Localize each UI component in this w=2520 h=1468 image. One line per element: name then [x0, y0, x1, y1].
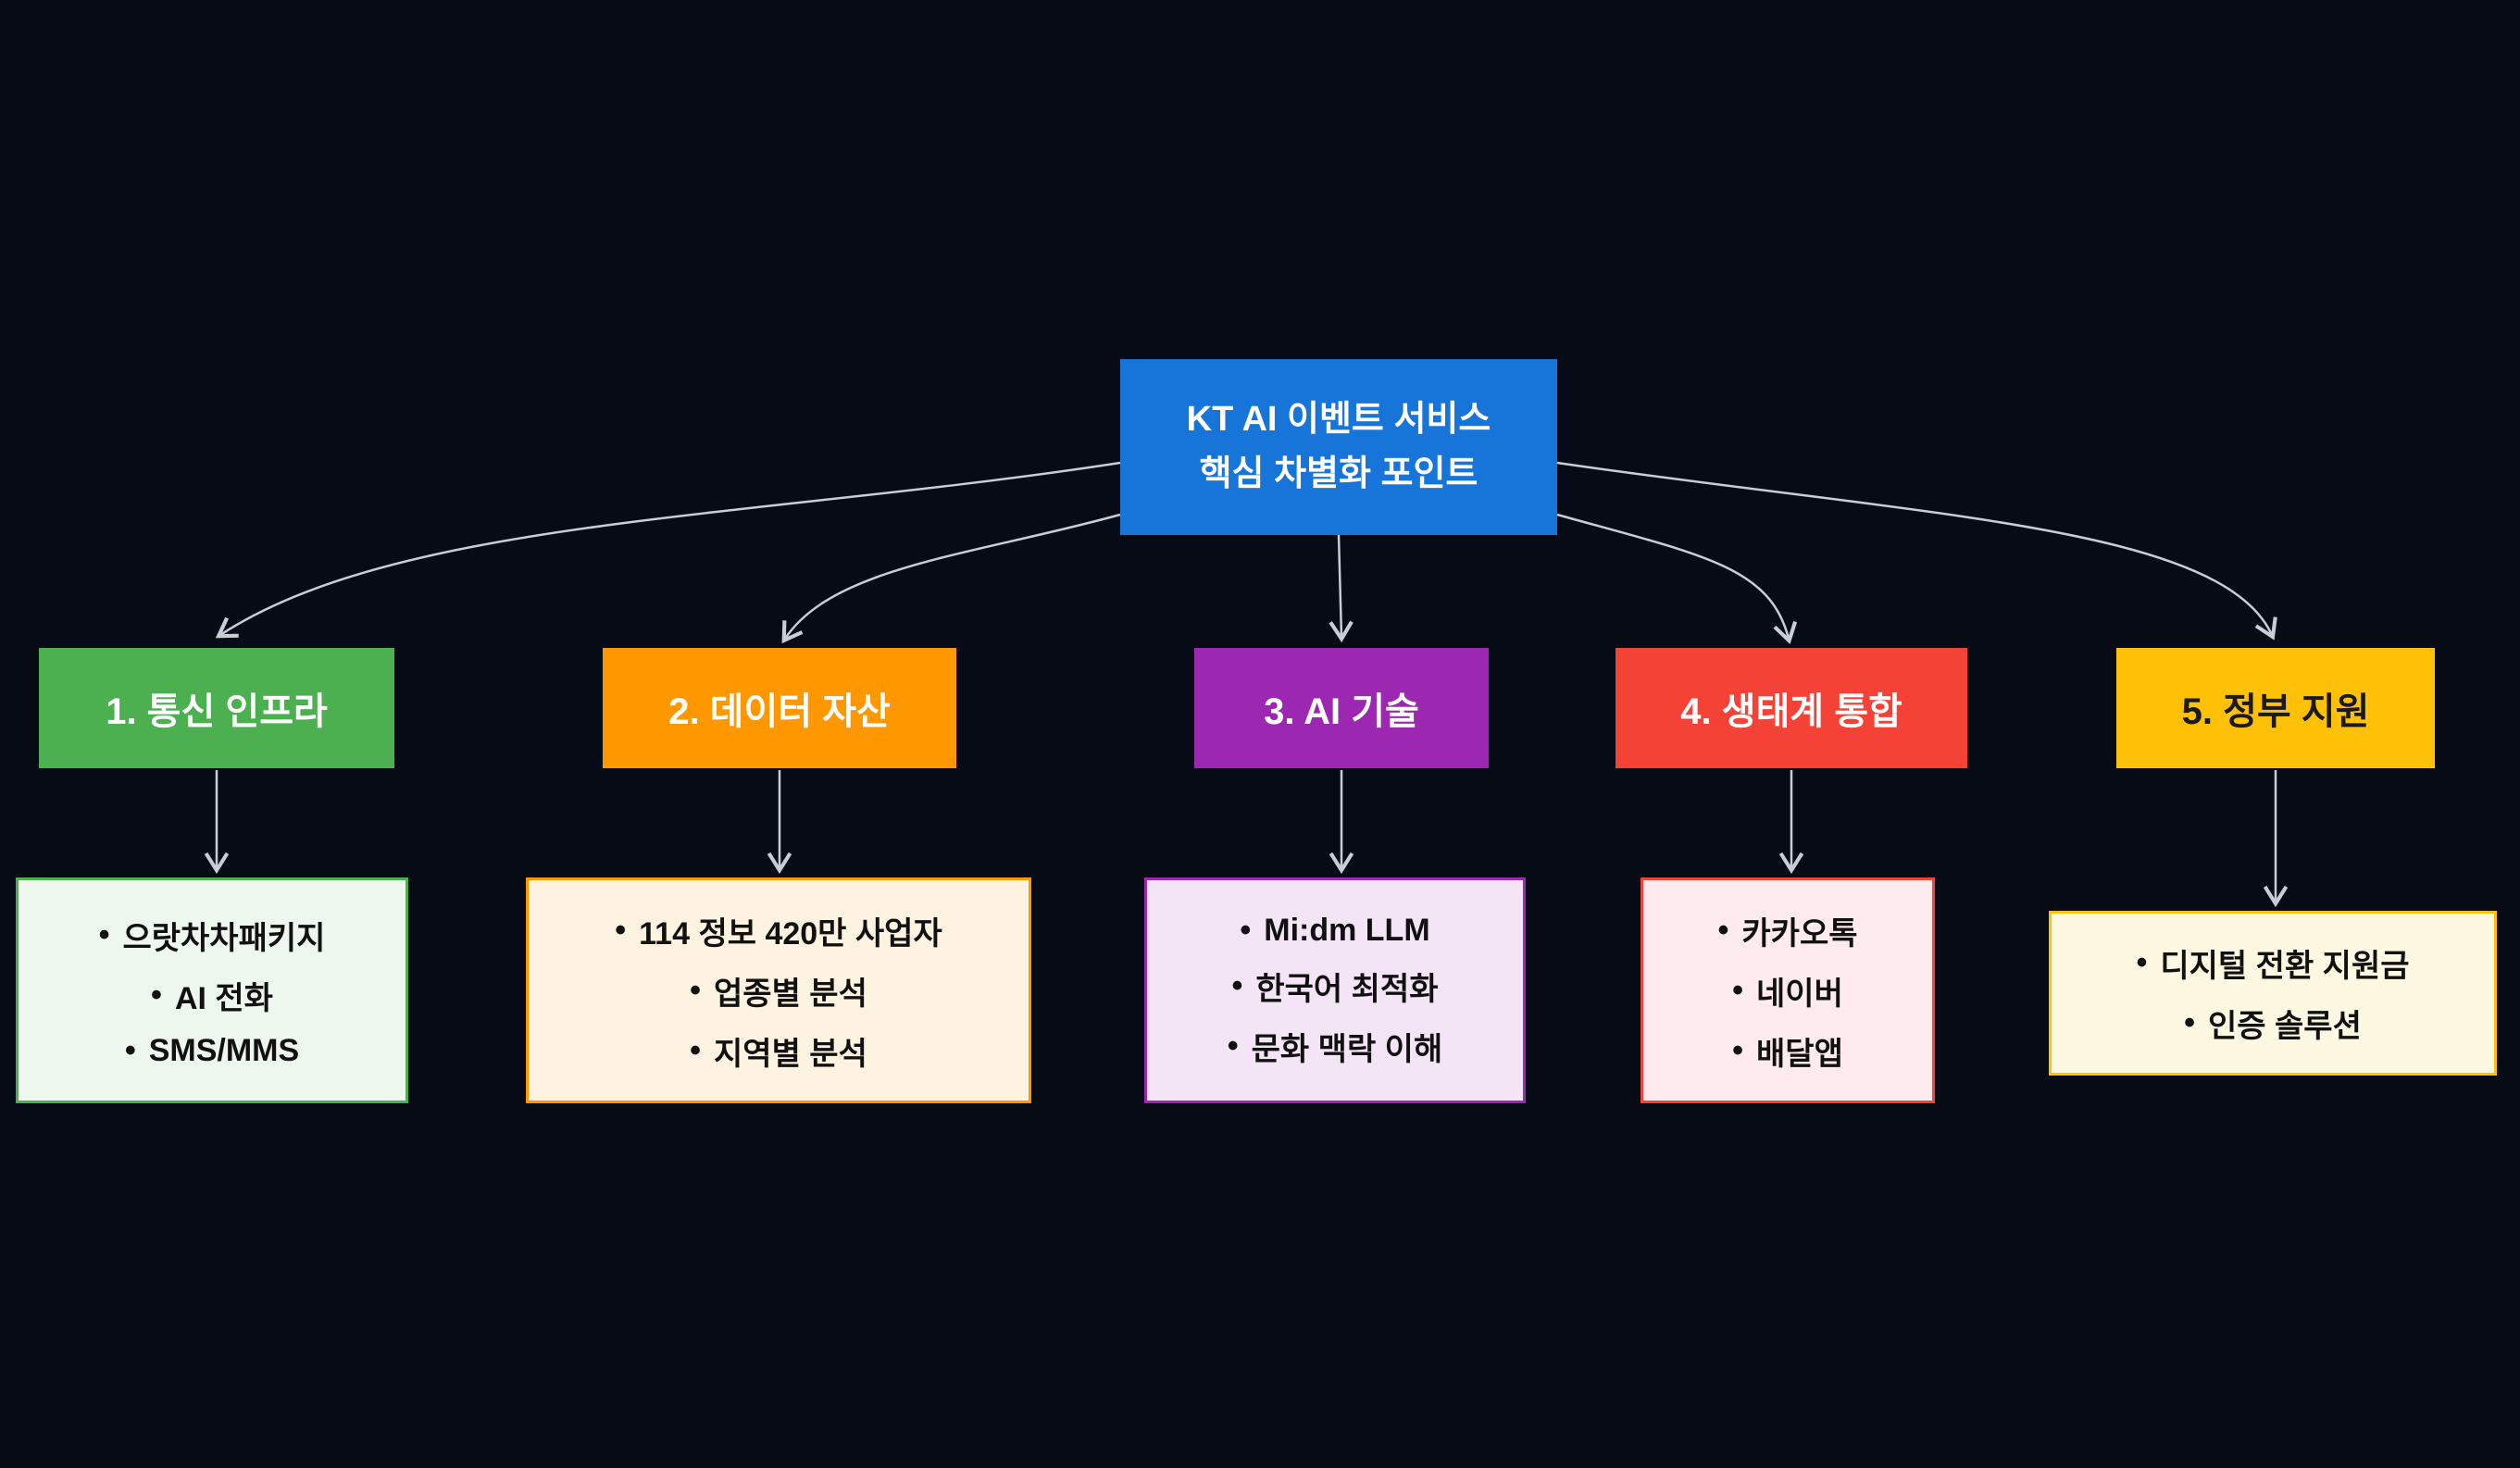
bullet-icon [690, 1033, 701, 1069]
detail-item: 업종별 분석 [690, 968, 867, 1014]
bullet-icon [1732, 973, 1743, 1009]
detail-item-text: Mi:dm LLM [1264, 912, 1430, 948]
root-node: KT AI 이벤트 서비스 핵심 차별화 포인트 [1120, 359, 1557, 535]
bullet-icon [151, 977, 162, 1014]
detail-item: 지역별 분석 [690, 1028, 867, 1074]
detail-item-text: AI 전화 [174, 980, 273, 1016]
detail-node-ecosystem: 카카오톡 네이버 배달앱 [1640, 877, 1935, 1103]
detail-item-text: 인증 솔루션 [2208, 1009, 2362, 1044]
detail-item-text: 지역별 분석 [714, 1036, 867, 1072]
bullet-icon [1717, 913, 1728, 949]
detail-item-text: 으랏차차패키지 [122, 920, 326, 956]
arrow-root-to-branch-4 [1556, 513, 1798, 644]
bullet-icon [125, 1033, 136, 1069]
branch-label: 2. 데이터 자산 [668, 691, 891, 732]
branch-node-telecom-infra: 1. 통신 인프라 [39, 648, 394, 768]
detail-item: 네이버 [1732, 968, 1843, 1014]
branch-label: 3. AI 기술 [1264, 691, 1419, 732]
arrow-root-to-branch-3 [1329, 534, 1354, 643]
detail-item: Mi:dm LLM [1240, 913, 1429, 949]
detail-item: SMS/MMS [125, 1033, 299, 1069]
root-title-line1: KT AI 이벤트 서비스 [1186, 400, 1491, 440]
detail-item: 카카오톡 [1717, 908, 1857, 953]
bullet-icon [1240, 913, 1251, 949]
detail-item: 배달앱 [1732, 1028, 1843, 1074]
bullet-icon [2184, 1005, 2195, 1041]
detail-item-text: 네이버 [1756, 976, 1843, 1012]
bullet-icon [99, 917, 110, 953]
branch-node-gov-support: 5. 정부 지원 [2116, 648, 2435, 768]
detail-item-text: 배달앱 [1756, 1036, 1843, 1072]
bullet-icon [1228, 1028, 1239, 1064]
branch-node-data-assets: 2. 데이터 자산 [603, 648, 956, 768]
detail-item-text: 카카오톡 [1741, 915, 1858, 952]
bullet-icon [615, 913, 626, 949]
detail-item-text: 114 정보 420만 사업자 [639, 915, 942, 952]
detail-node-gov-support: 디지털 전환 지원금 인증 솔루션 [2049, 911, 2497, 1076]
bullet-icon [1732, 1033, 1743, 1069]
detail-item-text: 문화 맥락 이해 [1251, 1031, 1443, 1067]
bullet-icon [690, 973, 701, 1009]
arrow-root-to-branch-1 [215, 461, 1121, 639]
detail-item-text: 업종별 분석 [714, 976, 867, 1012]
bullet-icon [2136, 945, 2147, 981]
detail-item: 한국어 최적화 [1231, 964, 1438, 1009]
detail-node-data-assets: 114 정보 420만 사업자 업종별 분석 지역별 분석 [526, 877, 1031, 1103]
arrow-root-to-branch-5 [1556, 461, 2277, 641]
detail-item: 으랏차차패키지 [99, 913, 326, 958]
detail-item-text: SMS/MMS [148, 1032, 300, 1068]
detail-item: 인증 솔루션 [2184, 1001, 2362, 1046]
detail-node-telecom-infra: 으랏차차패키지 AI 전화 SMS/MMS [16, 877, 408, 1103]
branch-node-ecosystem: 4. 생태계 통합 [1616, 648, 1967, 768]
detail-item-text: 한국어 최적화 [1255, 971, 1439, 1007]
detail-node-ai-tech: Mi:dm LLM 한국어 최적화 문화 맥락 이해 [1144, 877, 1526, 1103]
detail-item: 디지털 전환 지원금 [2136, 940, 2409, 986]
branch-label: 5. 정부 지원 [2181, 691, 2370, 732]
branch-label: 4. 생태계 통합 [1680, 691, 1902, 732]
detail-item: 114 정보 420만 사업자 [615, 908, 942, 953]
branch-node-ai-tech: 3. AI 기술 [1194, 648, 1489, 768]
detail-item: AI 전화 [151, 973, 273, 1018]
detail-item-text: 디지털 전환 지원금 [2160, 949, 2410, 984]
branch-label: 1. 통신 인프라 [106, 691, 328, 732]
detail-item: 문화 맥락 이해 [1228, 1024, 1443, 1069]
bullet-icon [1231, 968, 1242, 1004]
arrow-root-to-branch-2 [781, 513, 1121, 644]
root-title-line2: 핵심 차별화 포인트 [1199, 454, 1478, 493]
